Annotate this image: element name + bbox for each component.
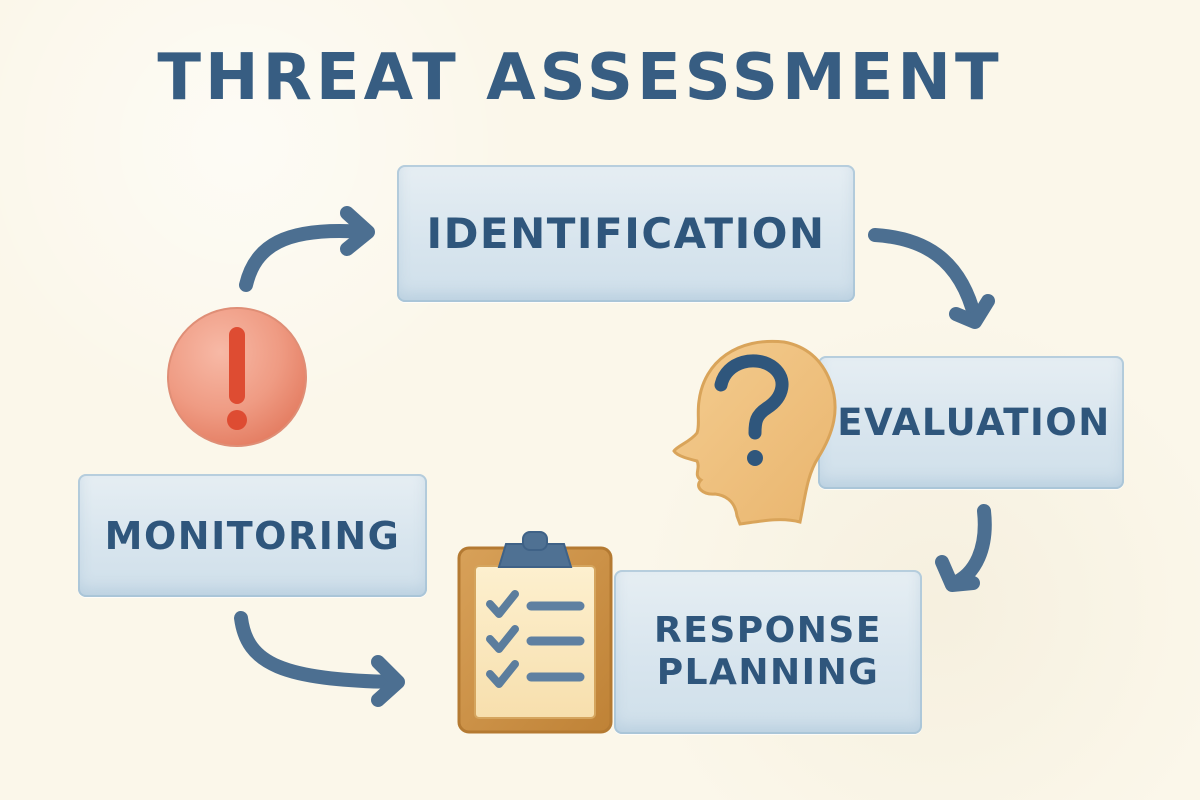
- response-planning-box: RESPONSE PLANNING: [614, 570, 922, 734]
- head-question-icon: [672, 339, 837, 526]
- identification-box: IDENTIFICATION: [397, 165, 855, 302]
- response-planning-label-line-1: RESPONSE: [654, 609, 882, 651]
- identification-label: IDENTIFICATION: [426, 209, 826, 258]
- evaluation-label: EVALUATION: [837, 401, 1111, 444]
- monitoring-label: MONITORING: [104, 513, 401, 558]
- arrow-identification-to-evaluation: [868, 228, 995, 329]
- clipboard-checklist-icon: [457, 531, 613, 734]
- arrow-monitoring-to-identification: [239, 206, 375, 292]
- warning-icon: [167, 307, 307, 447]
- arrow-monitoring-to-response: [234, 611, 405, 707]
- page-title: THREAT ASSESSMENT: [157, 41, 1003, 115]
- response-planning-label-line-2: PLANNING: [656, 652, 880, 693]
- monitoring-box: MONITORING: [78, 474, 427, 597]
- arrow-evaluation-to-response: [935, 504, 992, 592]
- evaluation-box: EVALUATION: [818, 356, 1124, 489]
